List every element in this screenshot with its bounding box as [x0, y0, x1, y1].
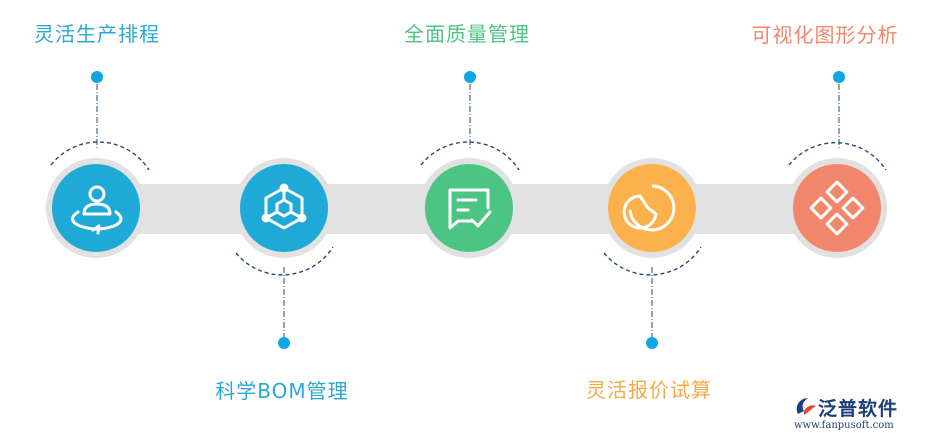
chat-check-icon [448, 188, 492, 230]
diamond-grid-icon [809, 180, 865, 236]
step-label-4: 灵活报价试算 [586, 378, 712, 402]
step-label-1: 灵活生产排程 [34, 22, 160, 46]
brand-name: 泛普软件 [818, 398, 899, 420]
step-label-3: 全面质量管理 [404, 22, 530, 46]
connector-dot [91, 71, 103, 83]
step-node-1 [52, 164, 140, 252]
connector-dot [464, 71, 476, 83]
brand-url: www.fanpusoft.com [794, 420, 894, 431]
cube-network-icon [261, 183, 307, 230]
connector-dot [646, 337, 658, 349]
brand-logo: 泛普软件 www.fanpusoft.com [792, 394, 917, 436]
dashed-arcs [50, 141, 887, 276]
user-orbit-icon [71, 185, 123, 235]
brand-mark-icon [796, 398, 816, 415]
connector-lines [96, 84, 840, 337]
connector-dot [278, 337, 290, 349]
connector-dots [91, 71, 845, 349]
step-node-4 [608, 164, 696, 252]
step-label-5: 可视化图形分析 [751, 23, 899, 47]
step-label-2: 科学BOM管理 [215, 379, 349, 403]
pie-chart-icon [622, 184, 676, 232]
connector-dot [833, 71, 845, 83]
step-node-5 [793, 164, 881, 252]
step-node-3 [425, 164, 513, 252]
step-node-2 [240, 164, 328, 252]
